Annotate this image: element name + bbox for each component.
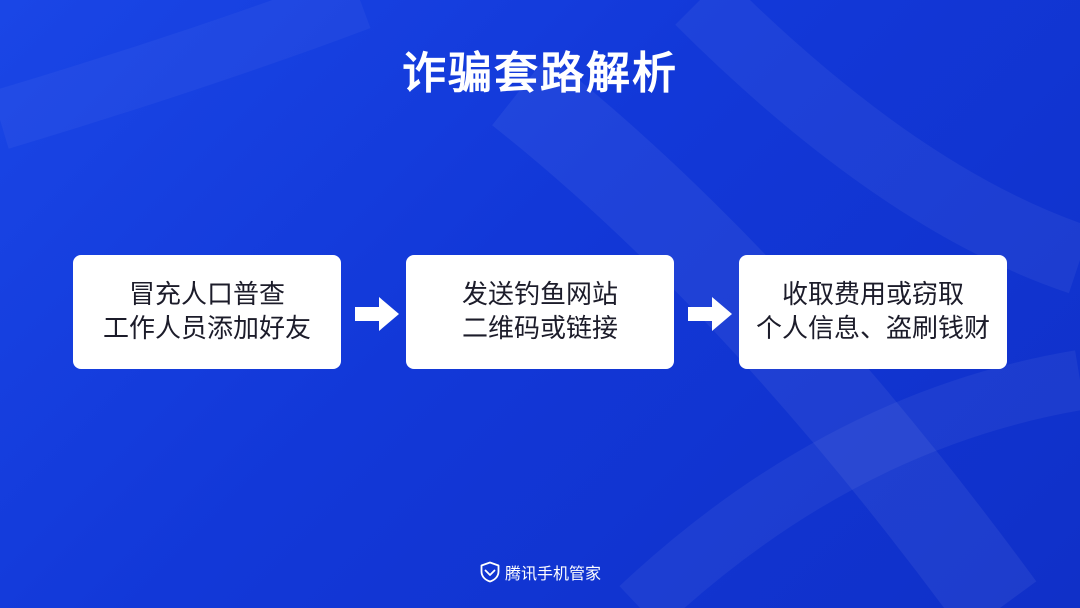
step-card-phishing: 发送钓鱼网站 二维码或链接: [406, 255, 674, 369]
page-title: 诈骗套路解析: [402, 48, 678, 99]
step-card-impersonate: 冒充人口普查 工作人员添加好友: [73, 255, 341, 369]
step-3-line-2: 个人信息、盗刷钱财: [755, 314, 990, 344]
step-2-line-1: 发送钓鱼网站: [461, 280, 618, 310]
flow-diagram: 冒充人口普查 工作人员添加好友 发送钓鱼网站 二维码或链接 收取费用或窃取 个人…: [0, 255, 1080, 371]
step-1-line-2: 工作人员添加好友: [102, 314, 311, 344]
step-3-line-1: 收取费用或窃取: [781, 280, 964, 310]
brand-name: 腾讯手机管家: [504, 564, 601, 583]
arrow-right-icon: [355, 297, 399, 331]
step-card-steal: 收取费用或窃取 个人信息、盗刷钱财: [739, 255, 1007, 369]
step-2-line-2: 二维码或链接: [461, 314, 618, 344]
arrow-right-icon: [688, 297, 732, 331]
footer-brand: 腾讯手机管家: [0, 560, 1080, 584]
step-1-line-1: 冒充人口普查: [128, 280, 285, 310]
shield-icon: [480, 561, 500, 583]
